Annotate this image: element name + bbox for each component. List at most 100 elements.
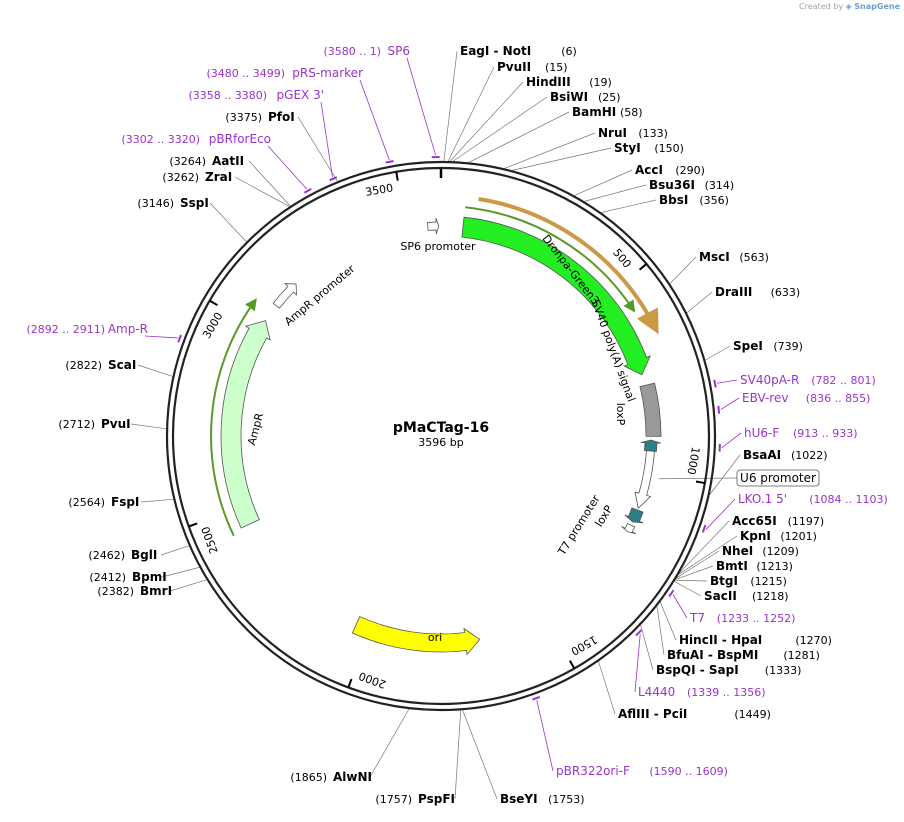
primer-leader-sp6 (407, 58, 436, 155)
primer-range-prs-marker: (3480 .. 3499) (206, 67, 285, 80)
enzyme-pos-nhei: (1209) (762, 545, 799, 558)
primer-range-pbrforeco: (3302 .. 3320) (121, 133, 200, 146)
primer-leader-amp-r (145, 336, 178, 338)
enzyme-leader-bamhi (469, 112, 569, 162)
enzyme-label-styi: StyI (614, 141, 641, 155)
feature-label-u6-promoter: U6 promoter (740, 471, 816, 485)
enzyme-label-kpni: KpnI (740, 529, 771, 543)
enzyme-label-sspi: SspI (180, 196, 209, 210)
enzyme-label-btgi: BtgI (710, 574, 738, 588)
enzyme-label-alwni: AlwNI (333, 770, 372, 784)
enzyme-leader-scai (138, 365, 173, 376)
enzyme-leader-sacii (674, 581, 701, 596)
enzyme-pos-hindiii: (19) (589, 76, 612, 89)
enzyme-leader-pvuii (448, 67, 494, 161)
primer-label-ebv-rev: EBV-rev (742, 391, 788, 405)
snapgene-brand: SnapGene (854, 2, 900, 11)
enzyme-label-sacii: SacII (704, 589, 737, 603)
enzyme-pos-zrai: (3262) (162, 171, 199, 184)
primer-leader-hu6-f (722, 433, 741, 448)
enzyme-label-hindiii: HindIII (526, 75, 571, 89)
enzyme-label-spei: SpeI (733, 339, 763, 353)
enzyme-leader-zrai (235, 177, 289, 207)
primer-leader-l4440 (635, 634, 640, 692)
enzyme-pos-bgli: (2462) (88, 549, 125, 562)
enzyme-pos-kpni: (1201) (780, 530, 817, 543)
primer-mark-l4440 (636, 630, 642, 636)
ruler-label-3500: 3500 (364, 181, 394, 198)
u6-promoter-leader (659, 478, 737, 479)
enzyme-label-bseyi: BseYI (500, 792, 538, 806)
enzyme-leader-bsu36i (584, 185, 646, 201)
enzyme-label-acci: AccI (635, 163, 663, 177)
enzyme-pos-bbsi: (356) (699, 194, 729, 207)
enzyme-pos-eagi-noti: (6) (561, 45, 577, 58)
ruler-tick-2000 (348, 679, 351, 687)
feature-loxp-2 (641, 440, 661, 451)
enzyme-label-zrai: ZraI (205, 170, 232, 184)
plasmid-name: pMaCTag-16 (393, 420, 489, 436)
enzyme-leader-msci (670, 257, 696, 284)
feature-ori-6 (352, 617, 479, 655)
enzyme-pos-sacii: (1218) (752, 590, 789, 603)
enzyme-label-bbsi: BbsI (659, 193, 688, 207)
enzyme-pos-acc65i: (1197) (788, 515, 825, 528)
enzyme-label-bsiwi: BsiWI (550, 90, 588, 104)
enzyme-leader-draiii (687, 292, 712, 313)
credit-text: Created by (799, 2, 843, 11)
enzyme-label-eagi-noti: EagI - NotI (460, 44, 531, 58)
primer-leader-ebv-rev (721, 398, 739, 410)
enzyme-label-bamhi: BamHI (572, 105, 616, 119)
ruler-tick-500 (640, 264, 647, 270)
feature-loxp-3 (625, 508, 643, 523)
ruler-label-3000: 3000 (200, 310, 225, 341)
ruler-tick-1000 (696, 481, 705, 483)
primer-mark-ebv-rev (718, 406, 719, 414)
enzyme-label-bmri: BmrI (140, 584, 172, 598)
primer-range-t7: (1233 .. 1252) (717, 612, 796, 625)
primer-mark-pbr322ori-f (532, 697, 539, 700)
enzyme-leader-bgli (161, 546, 189, 555)
enzyme-leader-eagi-noti (444, 51, 457, 161)
primer-mark-lko-1-5- (703, 525, 706, 532)
ruler-tick-2500 (189, 523, 197, 526)
enzyme-leader-nrui (504, 133, 595, 168)
primer-mark-amp-r (178, 335, 181, 342)
primer-range-pgex-3: (3358 .. 3380) (188, 89, 267, 102)
ruler-label-2500: 2500 (199, 525, 221, 556)
primer-label-amp-r: Amp-R (108, 322, 148, 336)
ruler-tick-1500 (570, 661, 574, 669)
enzyme-pos-scai: (2822) (65, 359, 102, 372)
feature-label-ori-label: ori (428, 631, 442, 644)
enzyme-pos-sspi: (3146) (137, 197, 174, 210)
enzyme-pos-bspqi-sapi: (1333) (765, 664, 802, 677)
snapgene-logo-icon: ◈ (846, 2, 852, 11)
enzyme-pos-aatii: (3264) (169, 155, 206, 168)
primer-range-l4440: (1339 .. 1356) (687, 686, 766, 699)
credit-label: Created by ◈ SnapGene (799, 2, 900, 11)
enzyme-pos-msci: (563) (739, 251, 769, 264)
enzyme-pos-fspi: (2564) (68, 496, 105, 509)
primer-mark-pgex-3- (330, 177, 337, 180)
enzyme-label-pfoi: PfoI (268, 110, 295, 124)
enzyme-pos-bpmi: (2412) (89, 571, 126, 584)
primer-mark-sv40pa-r (714, 380, 715, 388)
enzyme-pos-bmri: (2382) (97, 585, 134, 598)
ruler-label-2000: 2000 (357, 669, 388, 691)
feature-label-sp6-promoter-label: SP6 promoter (400, 240, 476, 253)
primer-range-sv40pa-r: (782 .. 801) (811, 374, 876, 387)
enzyme-leader-pspfi (455, 710, 461, 799)
enzyme-label-nhei: NheI (722, 544, 753, 558)
enzyme-pos-styi: (150) (654, 142, 684, 155)
primer-label-pbrforeco: pBRforEco (209, 132, 271, 146)
enzyme-leader-bspqi-sapi (641, 625, 653, 670)
enzyme-pos-bmti: (1213) (756, 560, 793, 573)
primer-label-lko-1-5: LKO.1 5' (738, 492, 787, 506)
feature-label-loxp-label-1: loxP (614, 403, 627, 426)
enzyme-pos-bseyi: (1753) (548, 793, 585, 806)
primer-range-ebv-rev: (836 .. 855) (806, 392, 871, 405)
primer-leader-pbr322ori-f (537, 700, 553, 771)
primer-label-prs-marker: pRS-marker (292, 66, 363, 80)
enzyme-pos-bsaai: (1022) (791, 449, 828, 462)
